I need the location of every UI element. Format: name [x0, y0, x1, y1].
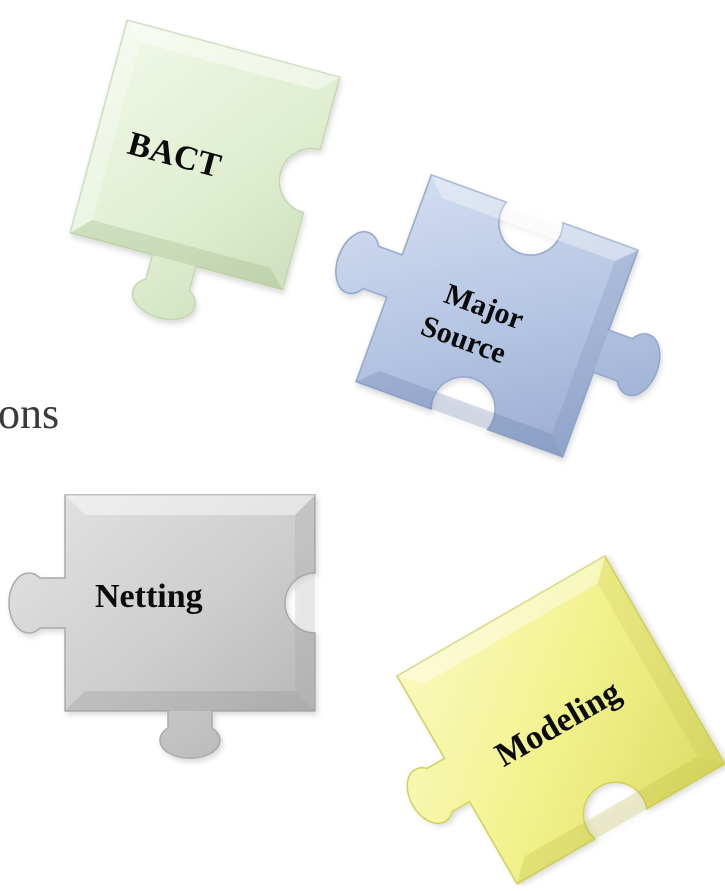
puzzle-piece-modeling [396, 555, 725, 885]
background-text: ons [0, 389, 60, 438]
netting-label-line: Netting [95, 578, 203, 615]
netting-label: Netting [95, 580, 203, 614]
background-text-fragment: ons [0, 392, 59, 436]
puzzle-piece-netting [8, 494, 316, 759]
puzzle-piece-major-source [335, 174, 661, 458]
puzzle-piece-bact [69, 19, 341, 321]
